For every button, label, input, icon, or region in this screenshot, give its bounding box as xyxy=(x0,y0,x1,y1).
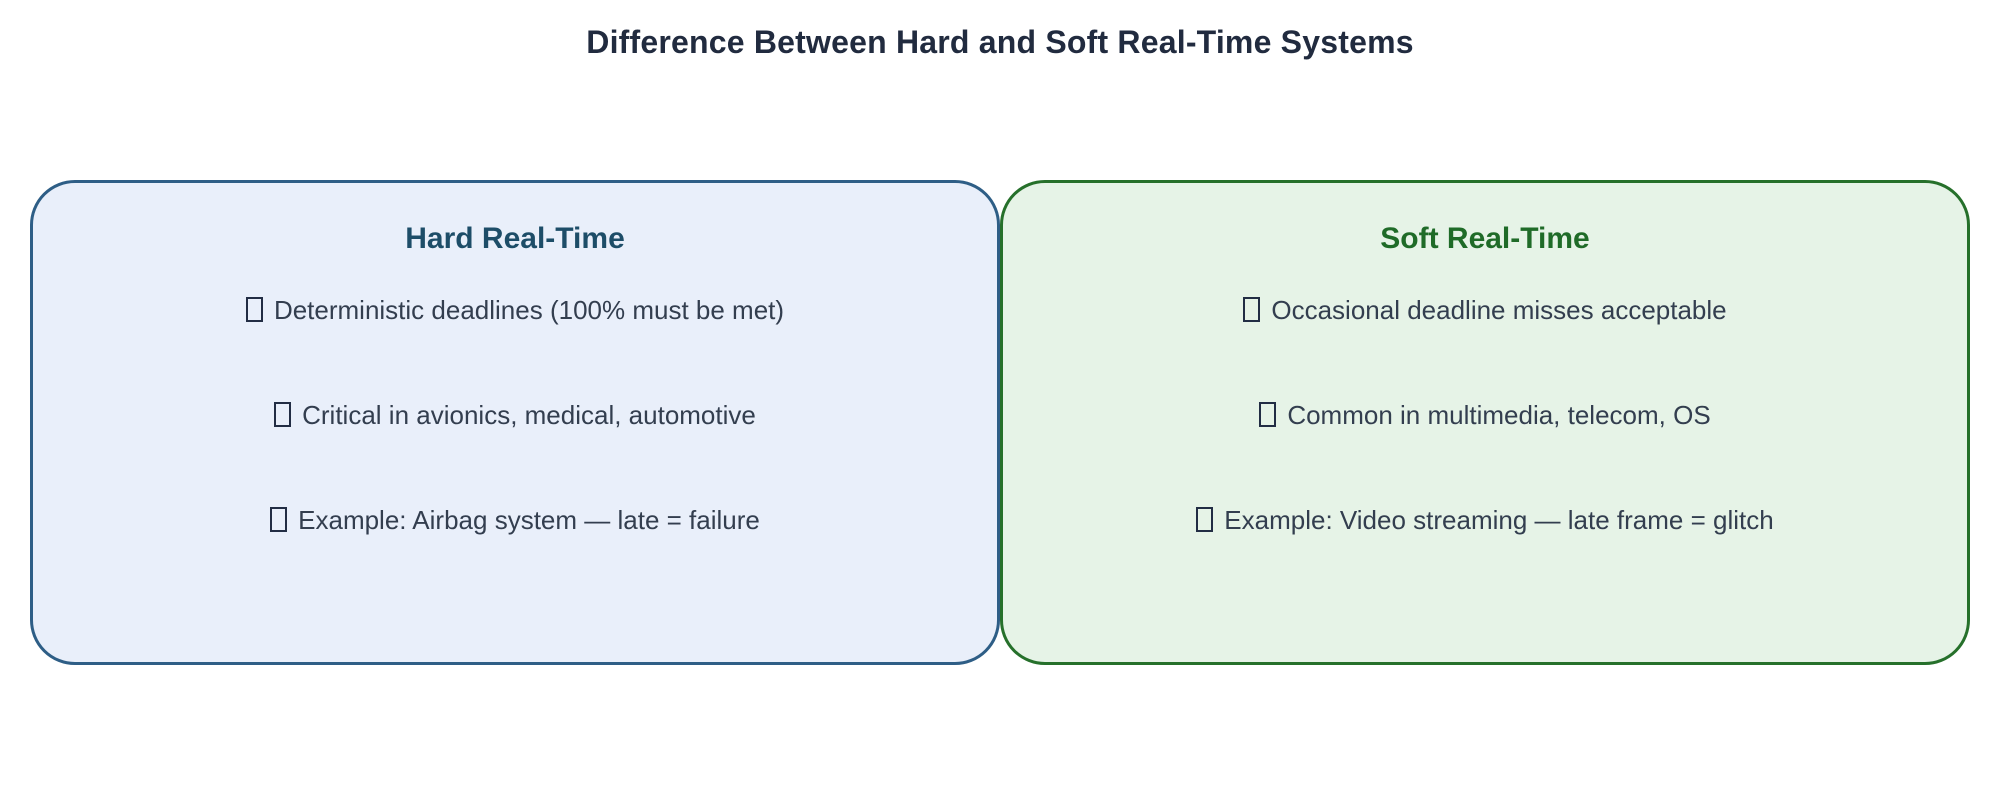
hard-bullet-2-text: Critical in avionics, medical, automotiv… xyxy=(302,400,756,430)
hard-bullet-2: Critical in avionics, medical, automotiv… xyxy=(33,399,997,431)
soft-card-title: Soft Real-Time xyxy=(1380,222,1590,255)
missing-glyph-icon xyxy=(274,402,292,427)
soft-bullet-1-text: Occasional deadline misses acceptable xyxy=(1271,295,1727,325)
soft-bullet-3-text: Example: Video streaming — late frame = … xyxy=(1224,505,1774,535)
hard-bullet-1-text: Deterministic deadlines (100% must be me… xyxy=(273,295,785,325)
hard-bullet-1: Deterministic deadlines (100% must be me… xyxy=(33,294,997,326)
missing-glyph-icon xyxy=(1196,507,1214,532)
missing-glyph-icon xyxy=(1259,402,1277,427)
missing-glyph-icon xyxy=(1243,297,1261,322)
soft-real-time-card: Soft Real-Time Occasional deadline misse… xyxy=(1000,180,1970,665)
hard-bullet-3-text: Example: Airbag system — late = failure xyxy=(298,505,760,535)
hard-card-title: Hard Real-Time xyxy=(405,222,625,255)
page-title: Difference Between Hard and Soft Real-Ti… xyxy=(586,24,1414,60)
hard-real-time-card: Hard Real-Time Deterministic deadlines (… xyxy=(30,180,1000,665)
hard-bullet-3: Example: Airbag system — late = failure xyxy=(33,504,997,536)
missing-glyph-icon xyxy=(270,507,288,532)
soft-bullet-2: Common in multimedia, telecom, OS xyxy=(1003,399,1967,431)
soft-bullet-2-text: Common in multimedia, telecom, OS xyxy=(1287,400,1711,430)
missing-glyph-icon xyxy=(245,297,263,322)
soft-bullet-1: Occasional deadline misses acceptable xyxy=(1003,294,1967,326)
soft-bullet-3: Example: Video streaming — late frame = … xyxy=(1003,504,1967,536)
